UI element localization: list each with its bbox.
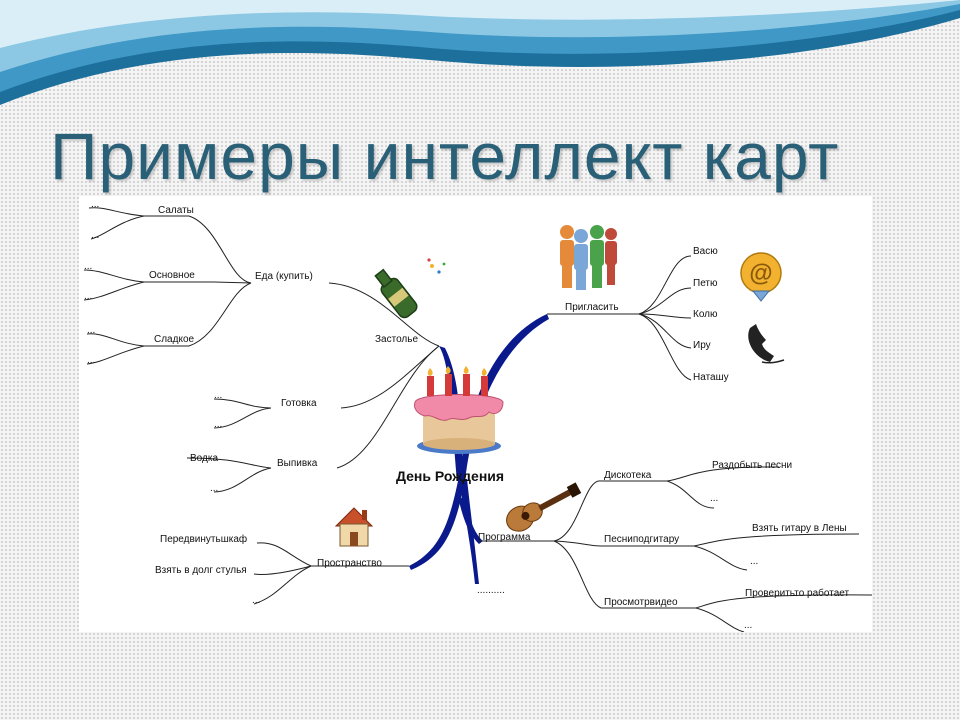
node-vodka: Водка bbox=[190, 453, 218, 464]
node-razdobyt: Раздобыть песни bbox=[712, 459, 792, 471]
node-pesni-gitara: Песниподгитару bbox=[604, 534, 679, 545]
placeholder-leaf: ... bbox=[210, 483, 218, 494]
people-group-icon bbox=[560, 225, 617, 290]
node-sladkoe: Сладкое bbox=[154, 334, 195, 345]
svg-text:@: @ bbox=[749, 260, 772, 287]
placeholder-leaf: ... bbox=[252, 595, 260, 606]
node-osnovnoe: Основное bbox=[149, 270, 195, 281]
mind-map: @ День Рождения З bbox=[83, 199, 872, 632]
birthday-cake-icon bbox=[414, 366, 504, 454]
node-natashu: Наташу bbox=[693, 372, 729, 383]
node-vzyat-gitaru: Взять гитару в Лены bbox=[752, 523, 847, 534]
placeholder-leaf: ... bbox=[84, 291, 92, 302]
node-vasyu: Васю bbox=[693, 246, 718, 257]
telephone-icon bbox=[748, 324, 785, 364]
node-zastolye: Застолье bbox=[375, 334, 418, 345]
node-petyu: Петю bbox=[693, 278, 718, 289]
placeholder-leaf-long: .......... bbox=[477, 585, 505, 596]
node-priglasit: Пригласить bbox=[565, 302, 619, 313]
placeholder-leaf: ... bbox=[91, 199, 99, 210]
node-gotovka: Готовка bbox=[281, 398, 317, 409]
node-diskoteka: Дискотека bbox=[604, 470, 652, 481]
placeholder-leaf: ... bbox=[91, 230, 99, 241]
guitar-icon bbox=[506, 482, 582, 532]
node-eda: Еда (купить) bbox=[255, 271, 313, 282]
node-proverit: Проверитьто работает bbox=[745, 587, 849, 599]
node-peredvinut: Передвинутьшкаф bbox=[160, 533, 247, 545]
placeholder-leaf: ... bbox=[214, 390, 222, 401]
node-prostranstvo: Пространство bbox=[317, 558, 382, 569]
placeholder-leaf: ... bbox=[750, 556, 758, 567]
placeholder-leaf: ... bbox=[710, 493, 718, 504]
placeholder-leaf: ... bbox=[87, 325, 95, 336]
mind-map-panel: @ День Рождения З bbox=[79, 196, 872, 632]
placeholder-leaf: ... bbox=[87, 355, 95, 366]
email-at-icon: @ bbox=[740, 252, 782, 302]
decorative-wave bbox=[0, 0, 960, 105]
branch-lines bbox=[83, 207, 872, 632]
node-programma: Программа bbox=[478, 532, 531, 543]
placeholder-leaf: ... bbox=[214, 419, 222, 430]
slide-title: Примеры интеллект карт bbox=[50, 119, 840, 193]
root-node-label: День Рождения bbox=[396, 468, 504, 484]
node-kolyu: Колю bbox=[693, 309, 718, 320]
node-vypivka: Выпивка bbox=[277, 458, 318, 469]
placeholder-leaf: ... bbox=[84, 261, 92, 272]
node-salaty: Салаты bbox=[158, 205, 194, 216]
champagne-bottle-icon bbox=[374, 258, 446, 319]
house-icon bbox=[334, 507, 374, 547]
node-prosmotr: Просмотрвидео bbox=[604, 597, 678, 608]
node-vzyat-stulya: Взять в долг стулья bbox=[155, 565, 247, 576]
placeholder-leaf: ... bbox=[744, 620, 752, 631]
node-iru: Иру bbox=[693, 340, 711, 351]
